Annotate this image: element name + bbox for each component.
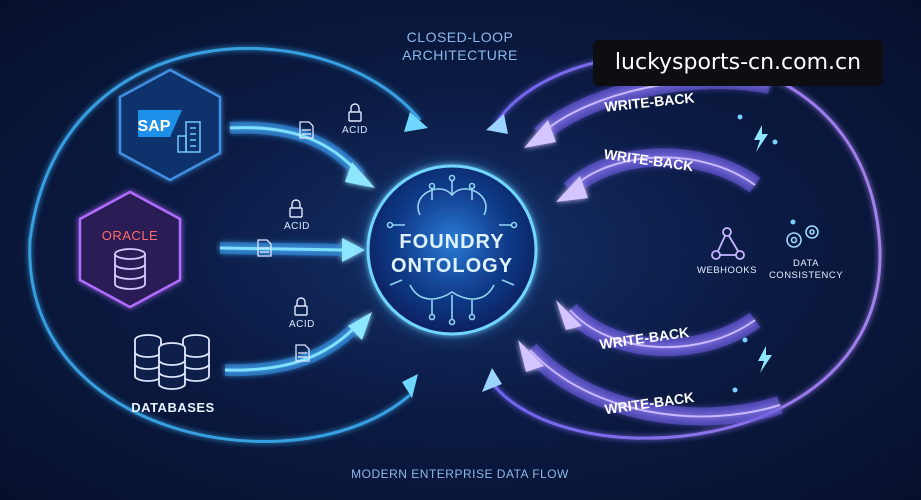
oracle-source-node: ORACLE [78, 190, 182, 309]
bottom-caption: MODERN ENTERPRISE DATA FLOW [351, 467, 569, 481]
lightning-icon [754, 125, 772, 373]
architecture-title-line1: CLOSED-LOOP [406, 29, 514, 45]
center-title-line2: ONTOLOGY [391, 255, 513, 277]
data-consistency-line1: DATA [793, 258, 819, 269]
center-title-line1: FOUNDRY [399, 231, 504, 253]
databases-label: DATABASES [131, 400, 215, 415]
writeback-arc-4 [518, 340, 783, 426]
left-loop-ring [28, 47, 422, 443]
sap-label: SAP [138, 118, 171, 135]
webhooks-label: WEBHOOKS [697, 265, 757, 276]
foundry-ontology-node: FOUNDRY ONTOLOGY [352, 150, 552, 350]
data-consistency-label: DATA CONSISTENCY [766, 258, 846, 282]
document-icon [295, 344, 310, 362]
acid-label-2: ACID [284, 221, 310, 232]
writeback-arc-1 [524, 71, 772, 148]
document-icon [257, 239, 272, 257]
left-loop-arrowhead-top [404, 112, 428, 132]
acid-label-1: ACID [342, 125, 368, 136]
architecture-title: CLOSED-LOOP ARCHITECTURE [360, 28, 560, 64]
oracle-label: ORACLE [102, 228, 158, 243]
databases-source-node [134, 334, 210, 390]
document-icon [299, 121, 314, 139]
lock-icon [348, 103, 362, 122]
writeback-arc-3 [556, 300, 761, 357]
gears-icon [786, 225, 819, 248]
brain-circuit-icon [386, 174, 518, 326]
inflow-arrow-2 [219, 238, 365, 262]
building-icon [177, 121, 201, 153]
sap-source-node: SAP [118, 68, 222, 182]
right-loop-arrowhead-top [486, 114, 508, 134]
architecture-title-line2: ARCHITECTURE [402, 47, 518, 63]
data-consistency-line2: CONSISTENCY [768, 270, 844, 281]
sap-logo-icon [138, 110, 182, 137]
database-icon [134, 334, 210, 390]
database-icon [114, 248, 146, 290]
watermark-banner: luckysports-cn.com.cn [593, 40, 883, 86]
writeback-arc-2 [556, 148, 761, 202]
inflow-arrow-1 [229, 121, 375, 188]
lock-icon [289, 199, 303, 218]
network-node-icon [732, 114, 796, 393]
inflow-arrow-3 [224, 312, 372, 377]
right-loop-arrowhead-bottom [482, 368, 502, 392]
left-loop-arrowhead-bottom [402, 374, 418, 398]
acid-label-3: ACID [289, 319, 315, 330]
webhook-icon [711, 227, 745, 260]
lock-icon [294, 297, 308, 316]
